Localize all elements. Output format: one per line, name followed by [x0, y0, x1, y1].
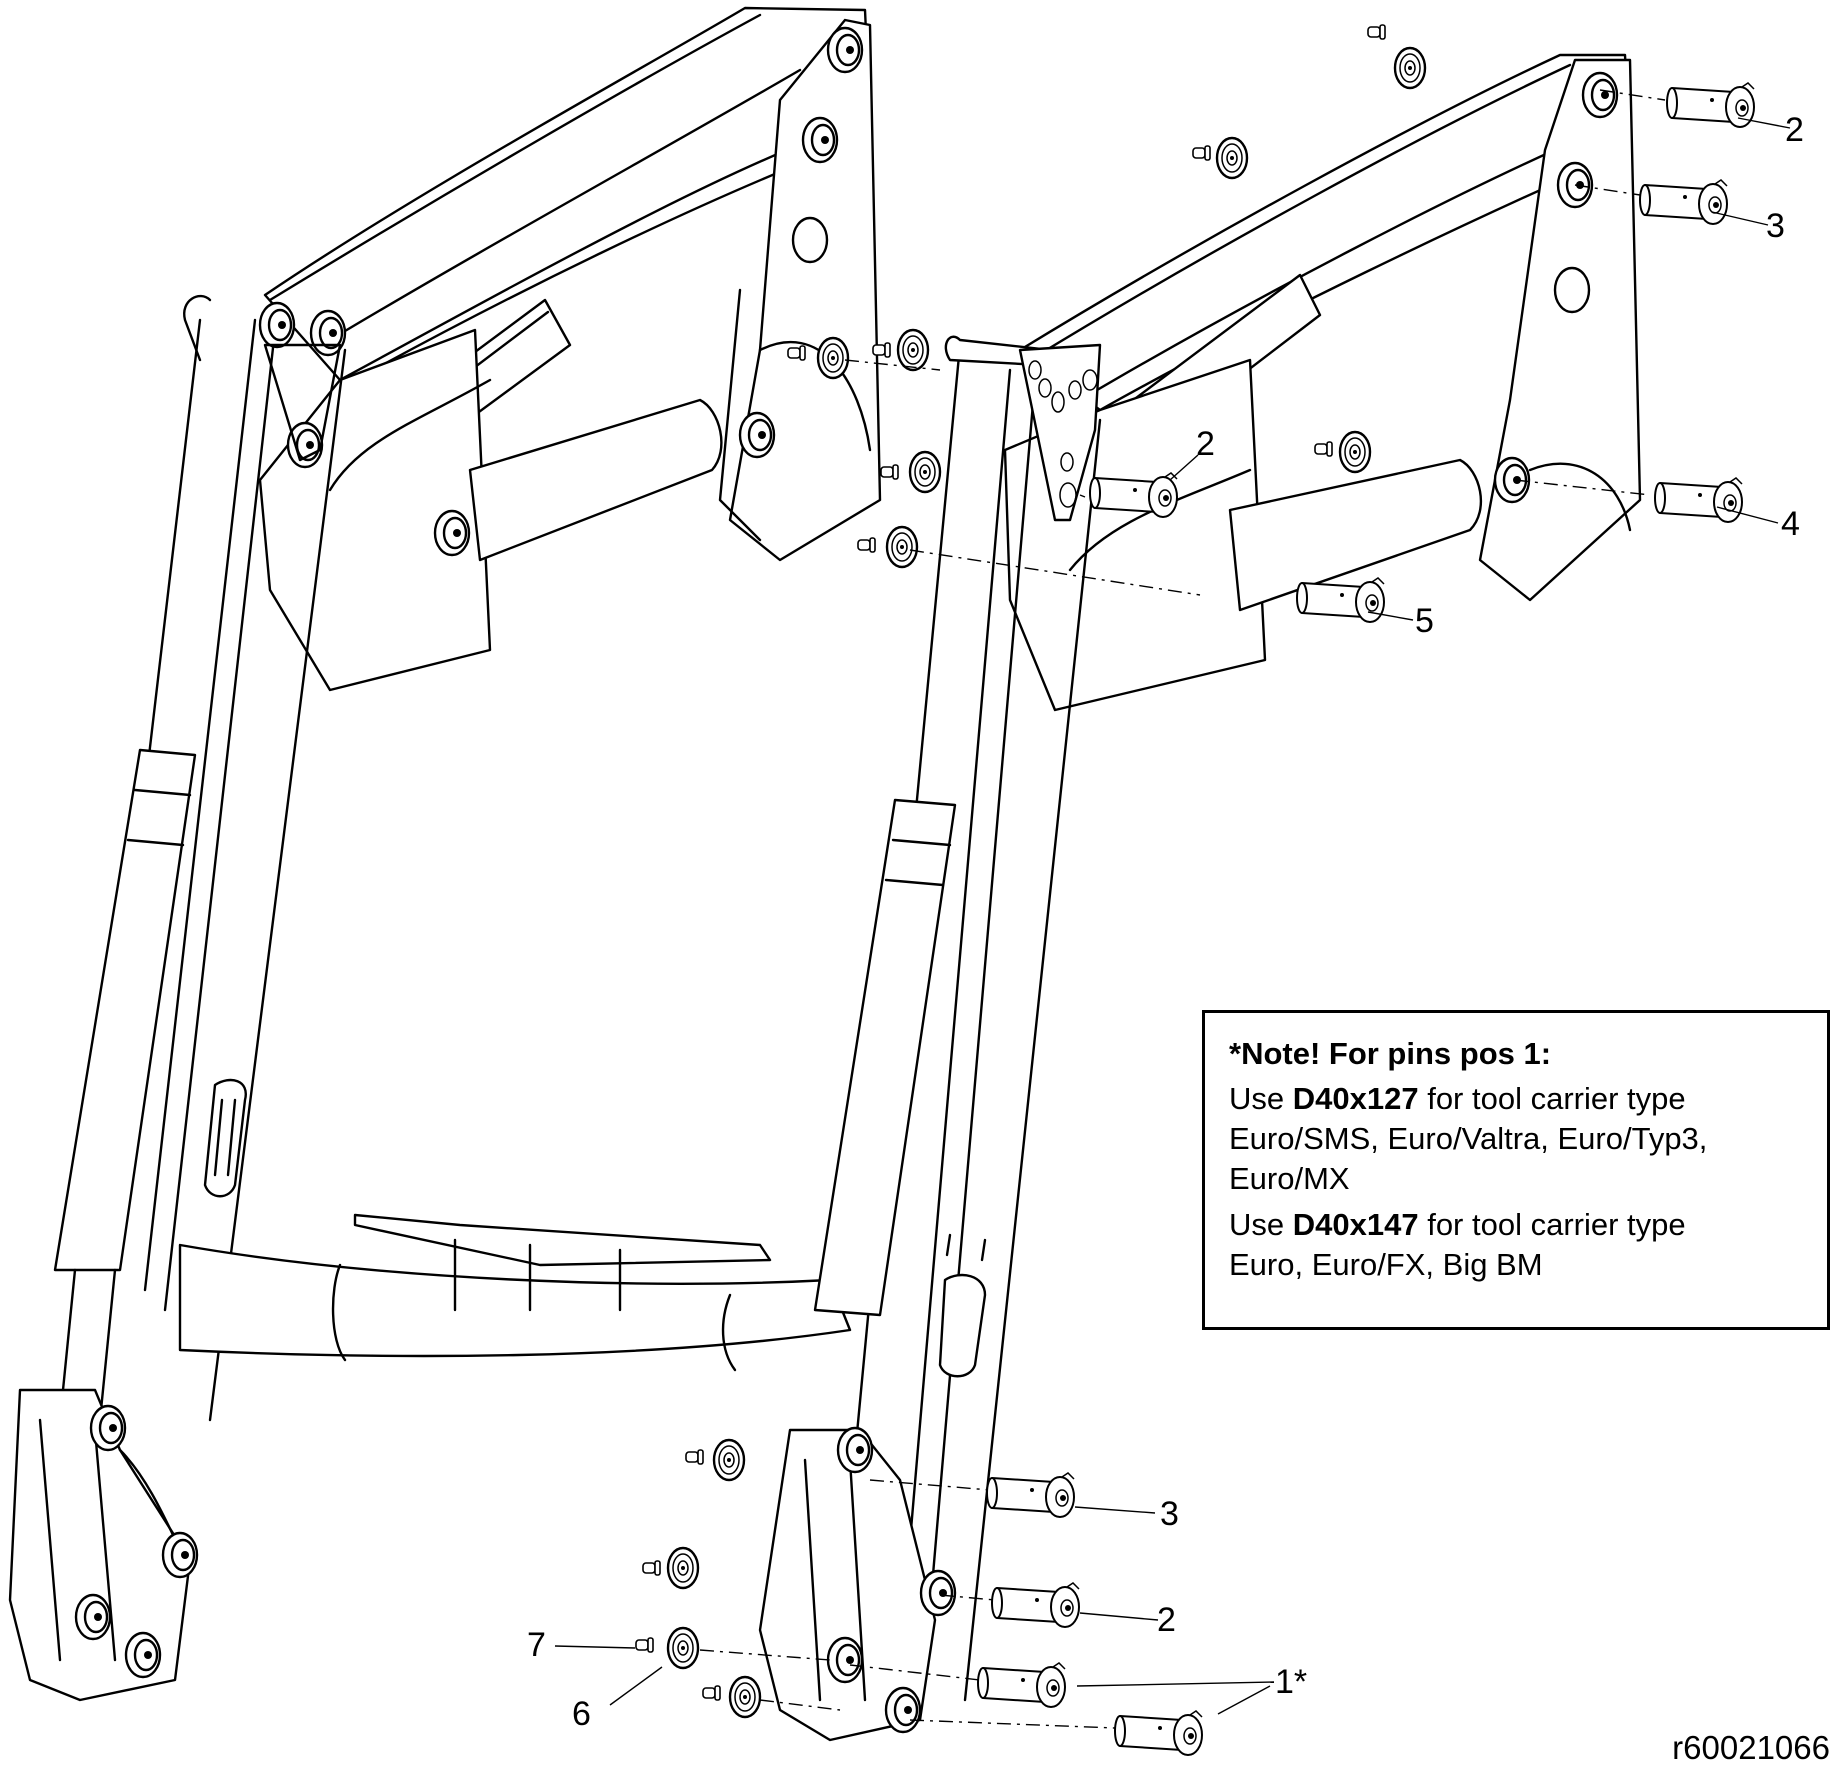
callout-2-top-right: 2 — [1785, 111, 1804, 149]
note-suffix: for tool carrier type — [1418, 1207, 1686, 1242]
carrier-types-list: Euro, Euro/FX, Big BM — [1229, 1247, 1543, 1282]
exploded-hardware — [635, 24, 1755, 1756]
left-lift-arm — [8, 6, 882, 1702]
note-paragraph-d40x147: Use D40x147 for tool carrier type Euro, … — [1229, 1205, 1827, 1285]
right-lift-arm — [758, 53, 1642, 1742]
note-prefix: Use — [1229, 1207, 1293, 1242]
callout-2-bottom: 2 — [1157, 1601, 1176, 1639]
callout-1-star-bottom: 1* — [1275, 1663, 1308, 1701]
carrier-types-list: Euro/SMS, Euro/Valtra, Euro/Typ3, Euro/M… — [1229, 1121, 1708, 1196]
callout-7-bottom: 7 — [527, 1626, 546, 1664]
note-paragraph-d40x127: Use D40x127 for tool carrier type Euro/S… — [1229, 1079, 1827, 1199]
callout-5-middle: 5 — [1415, 602, 1434, 640]
callout-2-middle: 2 — [1196, 425, 1215, 463]
callout-3-bottom: 3 — [1160, 1495, 1179, 1533]
note-suffix: for tool carrier type — [1418, 1081, 1686, 1116]
note-title: *Note! For pins pos 1: — [1229, 1036, 1552, 1071]
part-number-d40x127: D40x127 — [1292, 1081, 1419, 1116]
note-prefix: Use — [1229, 1081, 1293, 1116]
callout-4-right: 4 — [1781, 505, 1800, 543]
callout-3-top-right: 3 — [1766, 207, 1785, 245]
figure-id: r60021066 — [1672, 1729, 1830, 1766]
callout-6-bottom: 6 — [572, 1695, 591, 1733]
part-number-d40x147: D40x147 — [1292, 1207, 1419, 1242]
cross-tube — [178, 1213, 852, 1372]
leader-lines — [554, 117, 1791, 1715]
note-box: *Note! For pins pos 1: Use D40x127 for t… — [1202, 1010, 1830, 1330]
